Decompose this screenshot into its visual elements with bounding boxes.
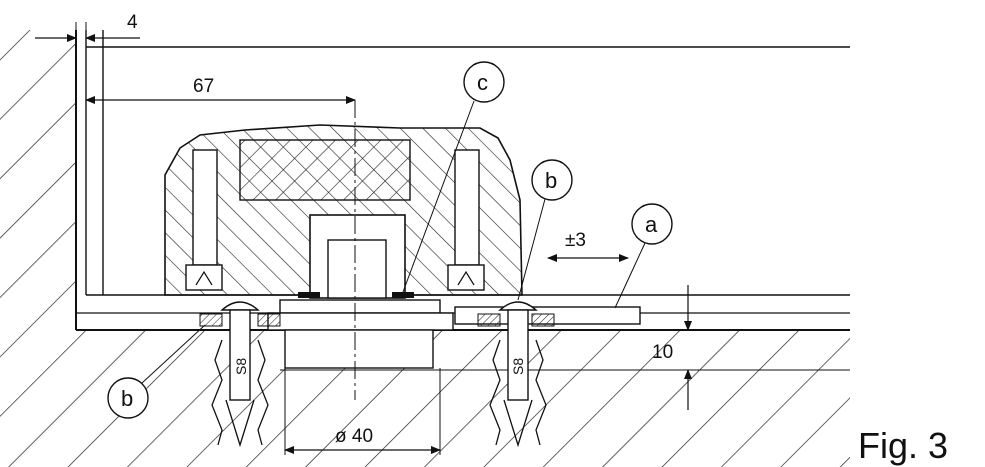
washer-right-a [477,313,501,327]
washer-right-b [531,313,555,327]
screw-left [211,301,269,448]
callout-b-right-label: b [545,168,557,193]
callout-c-label: c [477,70,488,95]
callout-a-label: a [645,212,658,237]
callout-c: c [402,61,505,293]
callout-b-right: b [517,159,573,301]
pad-right [392,292,414,298]
callout-b-left-label: b [121,386,133,411]
dimension-offset: 67 [85,76,356,104]
floor-slab [76,329,850,467]
left-wall [0,30,104,330]
figure-label: Fig. 3 [858,425,948,466]
dimension-adjust: ±3 [547,230,629,262]
dimension-gap: 4 [35,12,140,42]
dimension-height-label: 10 [652,342,673,363]
callout-a: a [614,203,673,309]
screw-right [489,301,547,448]
screw-size-right: S8 [510,358,526,375]
bolt-right [447,149,485,291]
washer-left-b [257,313,281,327]
dimension-adjust-label: ±3 [565,230,586,251]
bolt-left [185,149,223,291]
callout-b-left: b [107,324,206,419]
base-plate [267,299,454,369]
screw-size-left: S8 [233,358,249,375]
mounting-block [164,124,523,299]
washer-left-a [199,313,223,327]
dimension-offset-label: 67 [193,76,214,97]
pad-left [298,292,320,298]
dimension-diameter-label: ø 40 [335,426,373,447]
dimension-height: 10 [640,285,700,410]
dimension-gap-label: 4 [127,12,138,33]
dimension-diameter: ø 40 [284,368,441,455]
